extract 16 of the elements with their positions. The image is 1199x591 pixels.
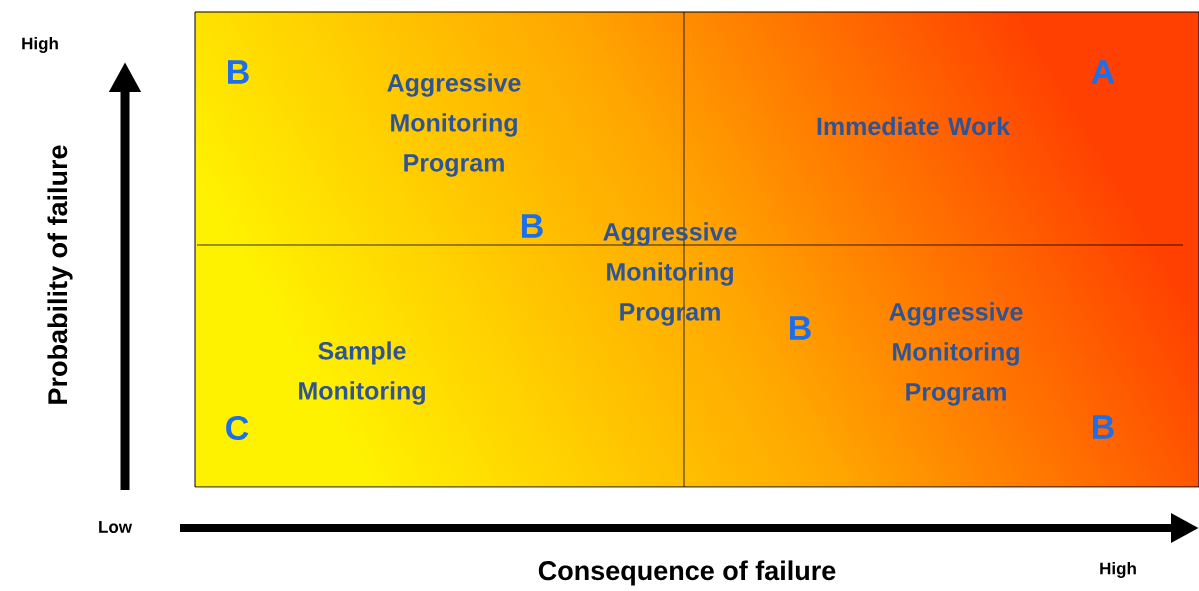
axis-end-label: High [1100, 562, 1136, 578]
zone-label: Sample Monitoring [299, 341, 425, 405]
grade-letter: B [522, 214, 543, 238]
grade-letter: B [228, 60, 249, 84]
zone-label: Immediate Work [817, 116, 1011, 136]
grade-letter: A [1091, 60, 1115, 84]
axis-title: Probability of failure [47, 145, 73, 404]
axis-end-label: High [22, 37, 58, 53]
zone-label: Aggressive Monitoring Program [387, 73, 521, 177]
zone-label: Aggressive Monitoring Program [889, 302, 1023, 406]
zone-label: Aggressive Monitoring Program [603, 222, 737, 326]
grade-letter: B [790, 316, 811, 340]
axis-title: Consequence of failure [538, 560, 836, 586]
grade-letter: B [1093, 415, 1114, 439]
grade-letter: C [226, 415, 249, 441]
axis-end-label: Low [99, 521, 133, 533]
